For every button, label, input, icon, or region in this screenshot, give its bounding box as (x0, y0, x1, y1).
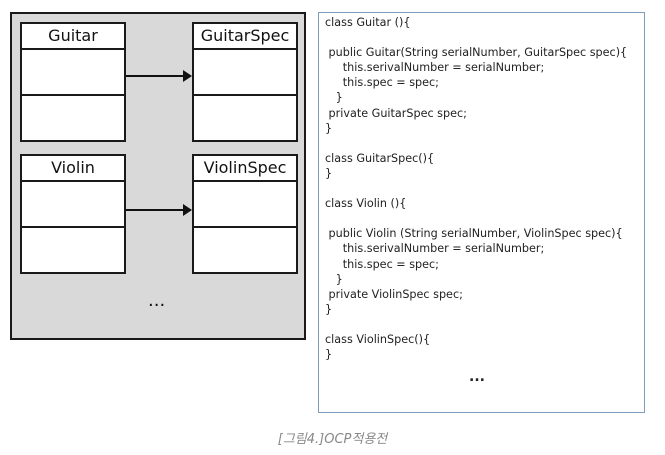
guitar-methods (22, 96, 124, 140)
guitarspec-class-box: GuitarSpec (192, 22, 298, 142)
guitar-to-guitarspec-arrow (126, 70, 192, 82)
violin-class-name: Violin (22, 156, 124, 182)
violin-methods (22, 228, 124, 272)
violinspec-class-box: ViolinSpec (192, 154, 298, 274)
violinspec-class-name: ViolinSpec (194, 156, 296, 182)
violin-attributes (22, 182, 124, 228)
figure-caption: [그림4.]OCP적용전 (277, 432, 388, 447)
class-diagram-panel: Guitar GuitarSpec Violin ViolinSpec ... (10, 12, 306, 340)
guitar-class-name: Guitar (22, 24, 124, 50)
code-listing-box: class Guitar (){ public Guitar(String se… (318, 12, 645, 413)
guitar-attributes (22, 50, 124, 96)
guitarspec-methods (194, 96, 296, 140)
code-ellipsis: ... (469, 369, 485, 385)
violinspec-attributes (194, 182, 296, 228)
code-listing: class Guitar (){ public Guitar(String se… (325, 16, 628, 362)
guitarspec-attributes (194, 50, 296, 96)
guitarspec-class-name: GuitarSpec (194, 24, 296, 50)
violin-class-box: Violin (20, 154, 126, 274)
guitar-class-box: Guitar (20, 22, 126, 142)
diagram-ellipsis: ... (148, 290, 166, 311)
violin-to-violinspec-arrow (126, 204, 192, 216)
violinspec-methods (194, 228, 296, 272)
